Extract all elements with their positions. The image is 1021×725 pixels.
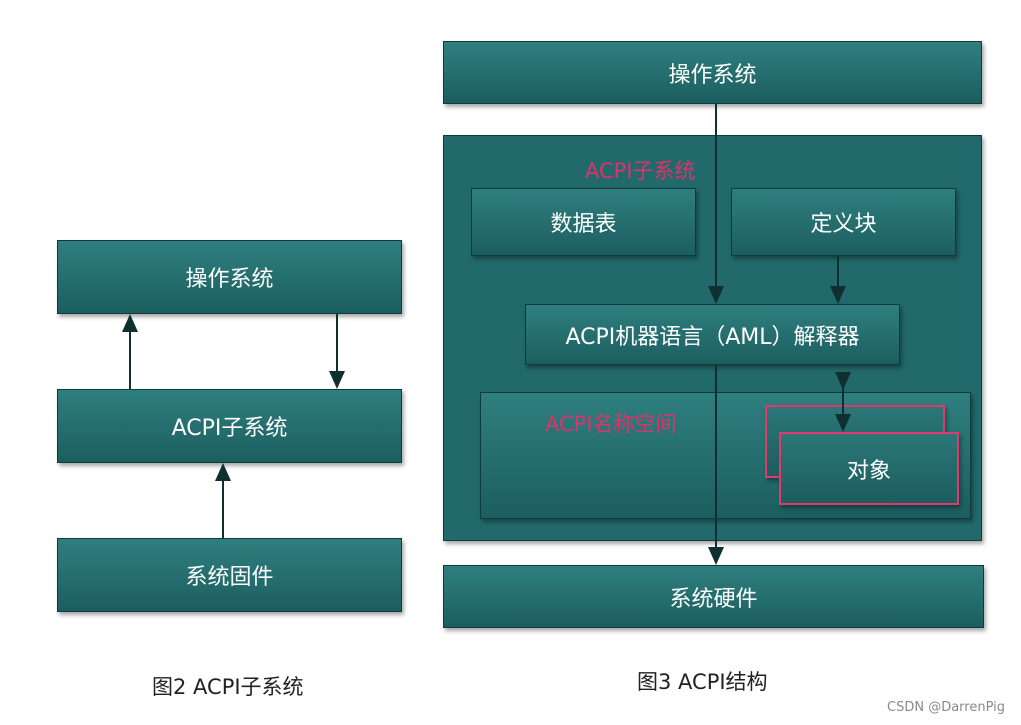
left-acpi-box: ACPI子系统 — [57, 389, 402, 463]
left-os-label: 操作系统 — [185, 267, 274, 292]
tables-label: 数据表 — [550, 212, 617, 237]
left-firmware-label: 系统固件 — [185, 565, 274, 590]
aml-interpreter-box: ACPI机器语言（AML）解释器 — [525, 304, 900, 365]
left-os-box: 操作系统 — [57, 240, 402, 314]
object-label: 对象 — [846, 458, 891, 484]
acpi-subsystem-label: ACPI子系统 — [585, 159, 696, 183]
right-caption: 图3 ACPI结构 — [637, 670, 768, 694]
aml-interpreter-label: ACPI机器语言（AML）解释器 — [565, 324, 860, 350]
left-caption: 图2 ACPI子系统 — [152, 675, 304, 699]
hardware-label: 系统硬件 — [669, 586, 758, 612]
definition-blocks-box: 定义块 — [731, 188, 956, 256]
tables-box: 数据表 — [471, 188, 696, 256]
hardware-box: 系统硬件 — [443, 565, 984, 628]
watermark: CSDN @DarrenPig — [887, 700, 1006, 715]
object-front-box: 对象 — [779, 432, 959, 505]
right-os-box: 操作系统 — [443, 41, 982, 104]
definition-blocks-label: 定义块 — [810, 212, 877, 237]
namespace-label: ACPI名称空间 — [545, 412, 677, 436]
left-firmware-box: 系统固件 — [57, 538, 402, 612]
left-acpi-label: ACPI子系统 — [171, 416, 288, 441]
right-os-label: 操作系统 — [668, 62, 757, 88]
